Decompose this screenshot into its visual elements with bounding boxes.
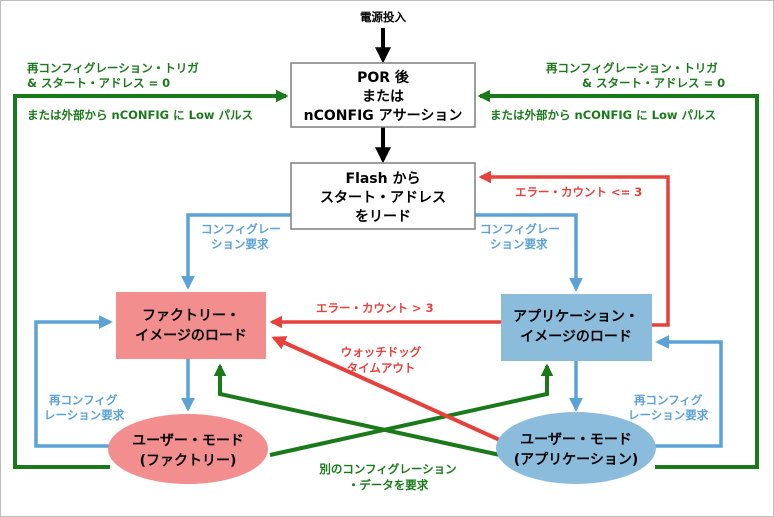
svg-text:アプリケーション・: アプリケーション・ [513,309,639,325]
svg-text:POR 後: POR 後 [357,69,410,86]
svg-text:タイムアウト: タイムアウト [347,361,416,375]
svg-text:& スタート・アドレス = 0: & スタート・アドレス = 0 [27,76,170,90]
svg-text:イメージのロード: イメージのロード [520,329,632,345]
reconfig-left-label: 再コンフィグ レーション要求 [44,393,125,422]
error-le3-arrow [478,170,670,327]
app-load-node: アプリケーション・ イメージのロード [501,294,652,361]
svg-text:または: または [362,89,404,105]
svg-text:イメージのロード: イメージのロード [135,328,247,344]
right-reconfig-trigger-arrow [477,89,759,469]
svg-text:Flash から: Flash から [346,171,421,187]
left-trigger-label: 再コンフィグレーション・トリガ & スタート・アドレス = 0 または外部から … [27,61,253,122]
flash-to-app-arrow [475,213,583,292]
svg-text:または外部から nCONFIG に Low パルス: または外部から nCONFIG に Low パルス [27,108,253,122]
svg-text:レーション要求: レーション要求 [44,408,125,422]
app-to-factory-request-arrow [213,363,501,457]
svg-text:ユーザー・モード: ユーザー・モード [132,433,244,449]
watchdog-timeout-arrow [271,336,514,448]
svg-text:ファクトリー・: ファクトリー・ [142,308,240,324]
svg-text:ウォッチドッグ: ウォッチドッグ [341,345,422,359]
watchdog-label: ウォッチドッグ タイムアウト [341,345,422,375]
svg-text:再コンフィグ: 再コンフィグ [634,393,703,407]
svg-text:再コンフィグレーション・トリガ: 再コンフィグレーション・トリガ [27,61,199,75]
error-gt3-label: エラー・カウント > 3 [316,301,434,315]
app-reconfig-loop-arrow [642,335,723,448]
factory-reconfig-loop-arrow [34,315,120,448]
svg-text:コンフィグレー: コンフィグレー [480,222,560,236]
factory-to-app-request-arrow [269,363,554,457]
por-node: POR 後 または nCONFIG アサーション [290,62,476,128]
config-request-left-label: コンフィグレー ション要求 [201,222,281,251]
svg-text:(ファクトリー): (ファクトリー) [140,453,237,469]
right-trigger-label: 再コンフィグレーション・トリガ & スタート・アドレス = 0 または外部から … [490,61,725,122]
svg-text:再コンフィグ: 再コンフィグ [49,393,118,407]
user-mode-factory-node: ユーザー・モード (ファクトリー) [108,414,268,484]
power-on-label: 電源投入 [360,10,406,24]
flash-to-factory-arrow [181,213,291,290]
svg-text:ユーザー・モード: ユーザー・モード [520,432,632,448]
svg-text:& スタート・アドレス = 0: & スタート・アドレス = 0 [582,76,725,90]
svg-text:別のコンフィグレーション: 別のコンフィグレーション [318,462,456,476]
config-request-right-label: コンフィグレー ション要求 [480,222,560,251]
flash-read-node: Flash から スタート・アドレス をリード [290,162,476,230]
error-le3-label: エラー・カウント <= 3 [515,185,642,199]
svg-text:レーション要求: レーション要求 [628,408,709,422]
svg-text:nCONFIG アサーション: nCONFIG アサーション [304,108,463,124]
left-reconfig-trigger-arrow [13,89,289,469]
svg-text:・データを要求: ・データを要求 [348,478,429,492]
svg-text:をリード: をリード [355,209,411,225]
factory-load-node: ファクトリー・ イメージのロード [116,292,266,359]
svg-text:(アプリケーション): (アプリケーション) [514,452,639,468]
other-config-data-label: 別のコンフィグレーション ・データを要求 [318,462,456,492]
svg-text:または外部から nCONFIG に Low パルス: または外部から nCONFIG に Low パルス [490,108,716,122]
svg-text:ション要求: ション要求 [211,237,269,251]
reconfig-right-label: 再コンフィグ レーション要求 [628,393,709,422]
svg-text:スタート・アドレス: スタート・アドレス [320,190,446,206]
svg-text:再コンフィグレーション・トリガ: 再コンフィグレーション・トリガ [546,61,718,75]
user-mode-app-node: ユーザー・モード (アプリケーション) [496,412,656,484]
svg-text:ション要求: ション要求 [490,237,548,251]
svg-text:コンフィグレー: コンフィグレー [201,222,281,236]
